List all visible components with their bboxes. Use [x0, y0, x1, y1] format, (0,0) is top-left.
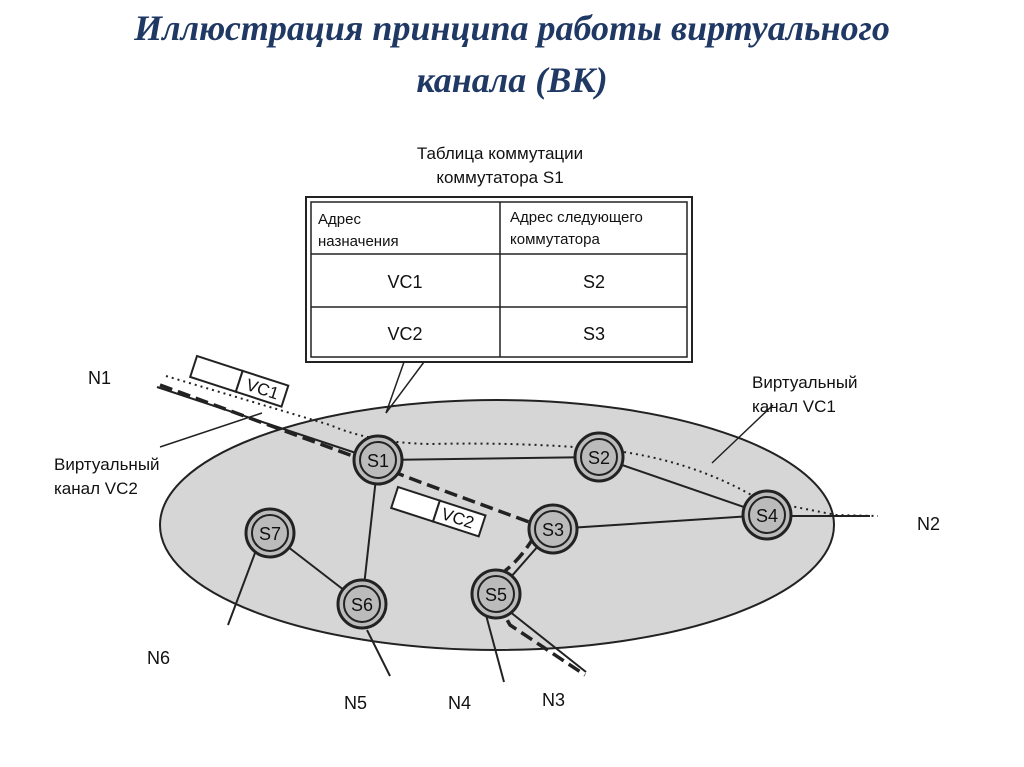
packet-vc1-label: VC1: [244, 375, 281, 403]
vc2-annotation-line2: канал VC2: [54, 479, 138, 498]
link-n4: [485, 614, 505, 683]
switch-s1: S1: [352, 434, 404, 486]
table-caption-line2: коммутатора S1: [436, 168, 563, 187]
title-line-1: Иллюстрация принципа работы виртуального: [134, 8, 890, 48]
switch-s4-label: S4: [756, 506, 778, 526]
vc1-annotation-line2: канал VC1: [752, 397, 836, 416]
link-s3-s4: [552, 514, 768, 530]
vc1-annotation-leader: [711, 404, 774, 464]
table-row2-next: S3: [583, 324, 605, 344]
slide-title: Иллюстрация принципа работы виртуального…: [0, 2, 1024, 106]
table-header-next-line2: коммутатора: [510, 231, 600, 248]
switch-s6: S6: [336, 578, 388, 630]
vc2-annotation-line1: Виртуальный: [54, 455, 160, 474]
link-s2-s4: [598, 456, 768, 516]
vc2-annotation-leader: [159, 412, 263, 448]
title-line-2: канала (ВК): [416, 60, 608, 100]
switch-s3: S3: [527, 503, 579, 555]
link-n6: [227, 552, 256, 626]
host-n3-label: N3: [542, 690, 565, 710]
vc1-annotation-line1: Виртуальный: [752, 373, 858, 392]
host-n2-label: N2: [917, 514, 940, 534]
switch-s7: S7: [244, 507, 296, 559]
table-header-dest-line1: Адрес: [318, 211, 361, 228]
network-cloud: [159, 399, 835, 651]
host-n6-label: N6: [147, 648, 170, 668]
table-caption-line1: Таблица коммутации: [417, 144, 583, 163]
switch-s2: S2: [573, 431, 625, 483]
host-n5-label: N5: [344, 693, 367, 713]
switch-s4: S4: [741, 489, 793, 541]
switch-s6-label: S6: [351, 595, 373, 615]
table-callout-pointer: [385, 361, 425, 414]
table-row1-next: S2: [583, 272, 605, 292]
table-row2-dest: VC2: [387, 324, 422, 344]
switch-s2-label: S2: [588, 448, 610, 468]
host-n4-label: N4: [448, 693, 471, 713]
host-n1-label: N1: [88, 368, 111, 388]
virtual-channel-vc1-path: [165, 375, 879, 517]
switch-s5-label: S5: [485, 585, 507, 605]
switch-s5: S5: [470, 568, 522, 620]
switch-s7-label: S7: [259, 524, 281, 544]
table-header-dest-line2: назначения: [318, 233, 399, 250]
table-row1-dest: VC1: [387, 272, 422, 292]
switch-s1-label: S1: [367, 451, 389, 471]
switching-table: Адрес назначения Адрес следующего коммут…: [305, 196, 693, 363]
packet-vc1: VC1: [188, 354, 290, 408]
packet-vc2: VC2: [389, 485, 487, 538]
link-s1-s2: [377, 456, 600, 461]
link-n5: [366, 629, 391, 677]
table-header-next-line1: Адрес следующего: [510, 209, 643, 226]
switch-s3-label: S3: [542, 520, 564, 540]
